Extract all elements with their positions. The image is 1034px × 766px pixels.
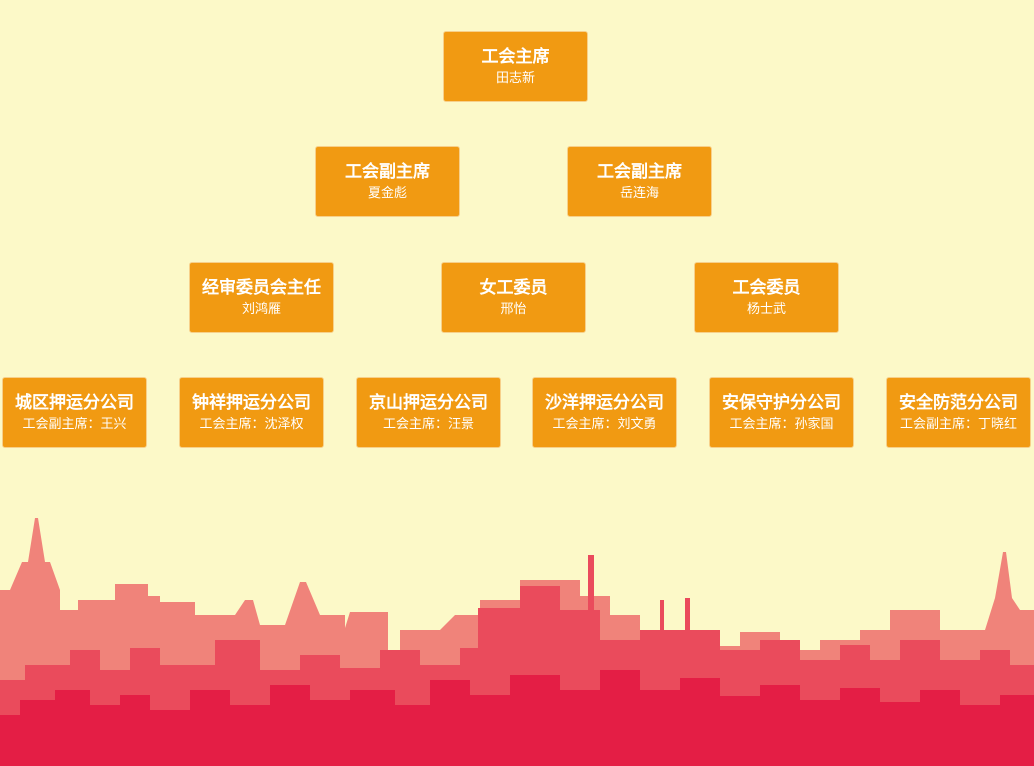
audit-committee-director-box: 经审委员会主任 刘鸿雁 xyxy=(189,262,334,333)
committee-name: 邢怡 xyxy=(500,302,527,317)
branch-company-leader: 工会主席：沈泽权 xyxy=(199,417,304,432)
vice-chair-box: 工会副主席 岳连海 xyxy=(567,146,712,217)
branch-company-title: 城区押运分公司 xyxy=(15,393,134,413)
committee-name: 刘鸿雁 xyxy=(241,302,281,317)
city-skyline-illustration xyxy=(0,518,1034,766)
union-committee-box: 工会委员 杨士武 xyxy=(694,262,839,333)
skyline-front-layer xyxy=(0,670,1034,766)
branch-company-leader: 工会主席：刘文勇 xyxy=(552,417,657,432)
committee-title: 女工委员 xyxy=(479,278,548,298)
branch-company-title: 钟祥押运分公司 xyxy=(192,393,311,413)
branch-company-box: 京山押运分公司 工会主席：汪景 xyxy=(356,377,501,448)
branch-company-box: 安保守护分公司 工会主席：孙家国 xyxy=(709,377,854,448)
chairman-box: 工会主席 田志新 xyxy=(443,31,588,102)
vice-chair-name: 夏金彪 xyxy=(367,186,407,201)
chairman-name: 田志新 xyxy=(495,71,535,86)
committee-title: 经审委员会主任 xyxy=(202,278,321,298)
vice-chair-title: 工会副主席 xyxy=(597,162,682,182)
branch-company-box: 钟祥押运分公司 工会主席：沈泽权 xyxy=(179,377,324,448)
branch-company-box: 安全防范分公司 工会副主席：丁晓红 xyxy=(886,377,1031,448)
vice-chair-name: 岳连海 xyxy=(619,186,659,201)
women-committee-box: 女工委员 邢怡 xyxy=(441,262,586,333)
committee-title: 工会委员 xyxy=(732,278,801,298)
branch-company-title: 安全防范分公司 xyxy=(899,393,1018,413)
branch-company-leader: 工会主席：汪景 xyxy=(382,417,474,432)
branch-company-leader: 工会副主席：王兴 xyxy=(22,417,127,432)
branch-company-title: 安保守护分公司 xyxy=(722,393,841,413)
branch-company-title: 京山押运分公司 xyxy=(369,393,488,413)
vice-chair-title: 工会副主席 xyxy=(345,162,430,182)
vice-chair-box: 工会副主席 夏金彪 xyxy=(315,146,460,217)
branch-company-leader: 工会副主席：丁晓红 xyxy=(899,417,1017,432)
branch-company-box: 城区押运分公司 工会副主席：王兴 xyxy=(2,377,147,448)
branch-company-title: 沙洋押运分公司 xyxy=(545,393,664,413)
chairman-title: 工会主席 xyxy=(481,47,550,67)
branch-company-leader: 工会主席：孙家国 xyxy=(729,417,834,432)
committee-name: 杨士武 xyxy=(746,302,786,317)
branch-company-box: 沙洋押运分公司 工会主席：刘文勇 xyxy=(532,377,677,448)
